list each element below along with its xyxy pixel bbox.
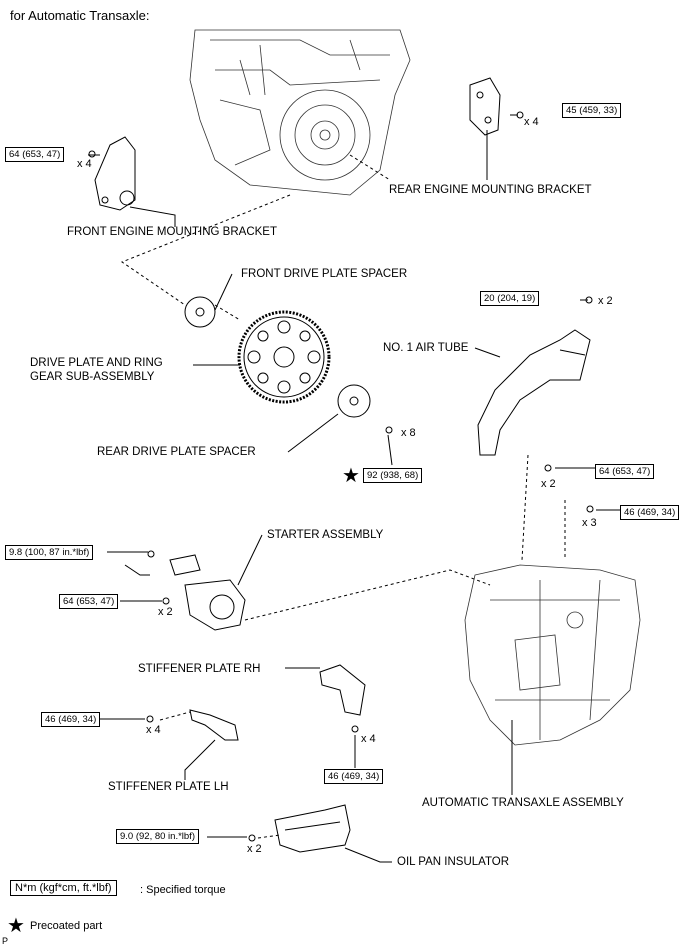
transaxle-label: AUTOMATIC TRANSAXLE ASSEMBLY — [422, 797, 624, 809]
transaxle-shape — [464, 564, 641, 746]
qty-drive-plate: x 8 — [401, 427, 416, 439]
qty-starter: x 2 — [158, 606, 173, 618]
oil-pan-insulator-label: OIL PAN INSULATOR — [397, 856, 510, 868]
front-engine-mounting-bracket-label: FRONT ENGINE MOUNTING BRACKET — [67, 226, 277, 238]
torque-starter: 64 (653, 47) — [59, 594, 119, 609]
corner-letter: P — [2, 936, 9, 946]
qty-air-tube: x 2 — [598, 295, 613, 307]
rear-engine-mounting-bracket-shape — [469, 77, 501, 136]
legend-unit-box: N*m (kgf*cm, ft.*lbf) — [10, 880, 117, 896]
torque-transaxle-side: 46 (469, 34) — [620, 505, 680, 520]
qty-rear-bracket: x 4 — [524, 116, 539, 128]
stiffener-lh-shape — [189, 709, 239, 741]
qty-stiffener-rh: x 4 — [361, 733, 376, 745]
bolt-icons — [88, 111, 594, 842]
stiffener-rh-shape — [319, 664, 366, 716]
drive-plate-label-line1: DRIVE PLATE AND RING — [30, 357, 163, 369]
torque-air-tube: 20 (204, 19) — [480, 291, 540, 306]
air-tube-shape — [477, 329, 591, 456]
air-tube-label: NO. 1 AIR TUBE — [383, 342, 469, 354]
stiffener-plate-lh-label: STIFFENER PLATE LH — [108, 781, 229, 793]
qty-transaxle-upper: x 2 — [541, 478, 556, 490]
front-spacer-shape — [184, 296, 216, 328]
front-drive-plate-spacer-label: FRONT DRIVE PLATE SPACER — [241, 268, 408, 280]
rear-drive-plate-spacer-label: REAR DRIVE PLATE SPACER — [97, 446, 256, 458]
qty-transaxle-side: x 3 — [582, 517, 597, 529]
page-title: for Automatic Transaxle: — [10, 8, 150, 23]
stiffener-plate-rh-label: STIFFENER PLATE RH — [138, 663, 261, 675]
precoated-star-icon: ★ — [342, 465, 360, 487]
alignment-lines — [120, 154, 566, 839]
drive-plate-shape — [237, 310, 331, 404]
torque-rear-bracket: 45 (459, 33) — [562, 103, 622, 118]
rear-spacer-shape — [337, 384, 371, 418]
qty-front-bracket: x 4 — [77, 158, 92, 170]
legend-star-icon: ★ — [7, 915, 25, 937]
torque-stiffener-rh: 46 (469, 34) — [324, 769, 384, 784]
rear-engine-mounting-bracket-label: REAR ENGINE MOUNTING BRACKET — [389, 184, 592, 196]
torque-stiffener-lh: 46 (469, 34) — [41, 712, 101, 727]
drive-plate-label-line2: GEAR SUB-ASSEMBLY — [30, 371, 155, 383]
front-engine-mounting-bracket-shape — [94, 136, 136, 211]
torque-starter-terminal: 9.8 (100, 87 in.*lbf) — [5, 545, 94, 560]
qty-oil-pan: x 2 — [247, 843, 262, 855]
leader-lines — [88, 114, 620, 863]
engine-illustration — [189, 29, 411, 196]
qty-stiffener-lh: x 4 — [146, 724, 161, 736]
starter-assembly-label: STARTER ASSEMBLY — [267, 529, 384, 541]
torque-oil-pan: 9.0 (92, 80 in.*lbf) — [116, 829, 199, 844]
legend-precoated: Precoated part — [30, 920, 103, 932]
torque-front-bracket: 64 (653, 47) — [5, 147, 65, 162]
oil-pan-insulator-shape — [274, 804, 351, 853]
legend-unit-desc: : Specified torque — [140, 884, 226, 896]
torque-drive-plate: 92 (938, 68) — [363, 468, 423, 483]
torque-transaxle-upper: 64 (653, 47) — [595, 464, 655, 479]
starter-shape — [124, 554, 246, 631]
